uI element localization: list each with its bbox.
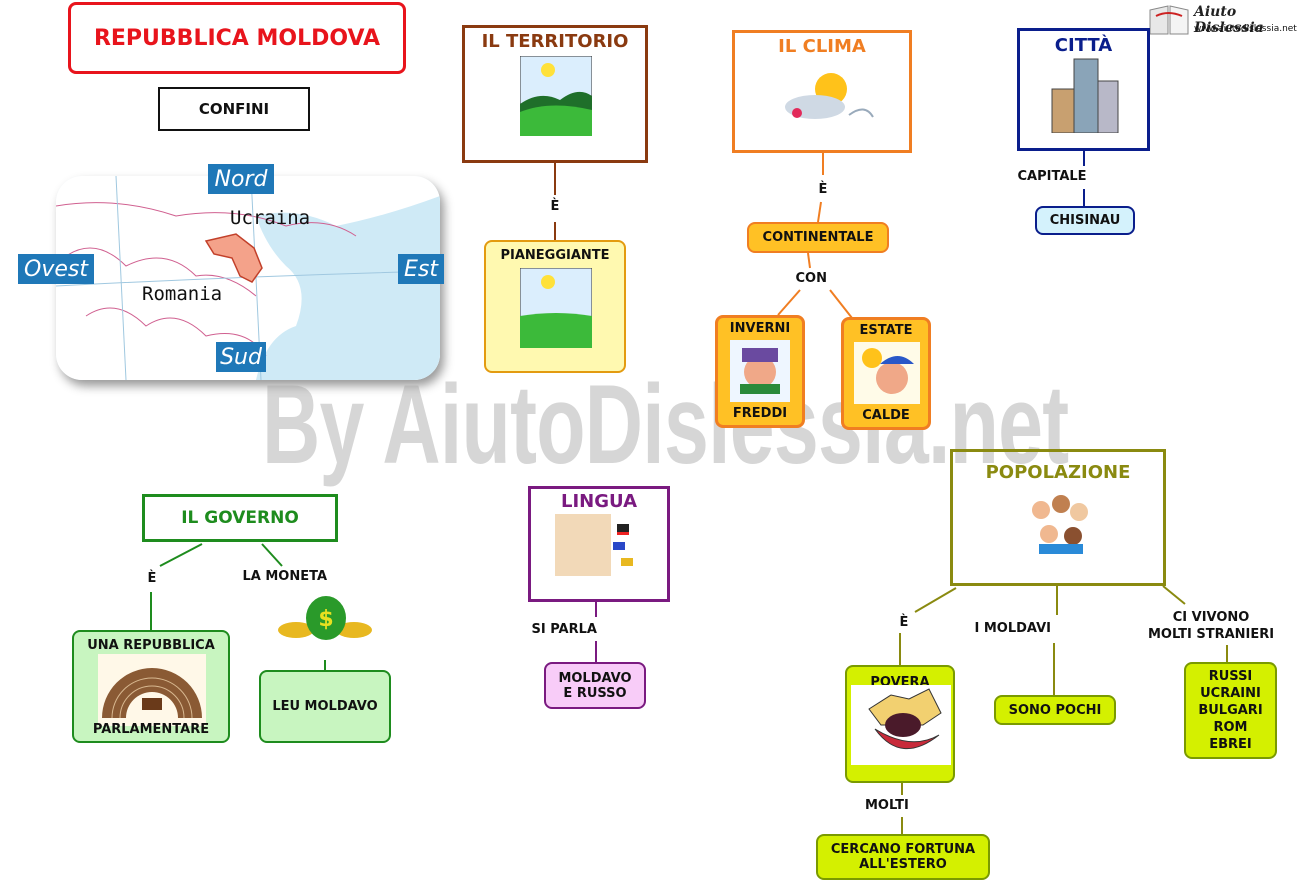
territorio-title: IL TERRITORIO bbox=[481, 31, 629, 52]
pop-link-e: È bbox=[899, 615, 909, 630]
clima-title: IL CLIMA bbox=[778, 36, 866, 57]
map-graphic bbox=[56, 176, 440, 380]
stranieri-item: BULGARI bbox=[1198, 703, 1263, 718]
stranieri-item: ROM bbox=[1213, 720, 1248, 735]
continentale-box: CONTINENTALE bbox=[747, 222, 889, 253]
fortuna-line2: ALL'ESTERO bbox=[859, 857, 947, 872]
logo-url: www.aiutodislessia.net bbox=[1194, 24, 1297, 34]
plain-icon bbox=[520, 268, 592, 348]
pianeggiante-label: PIANEGGIANTE bbox=[500, 248, 610, 263]
inverni-label: INVERNI bbox=[729, 321, 791, 336]
moldavo-line1: MOLDAVO bbox=[558, 670, 632, 686]
watermark: By AiutoDislessia.net bbox=[262, 362, 1069, 487]
map-label-ovest: Ovest bbox=[18, 254, 94, 284]
buildings-icon bbox=[1051, 58, 1119, 133]
moldova-shape bbox=[204, 233, 263, 283]
estate-label: ESTATE bbox=[859, 323, 913, 338]
continentale-label: CONTINENTALE bbox=[762, 230, 874, 245]
confini-box: CONFINI bbox=[158, 87, 310, 131]
repubblica-label: UNA REPUBBLICA bbox=[87, 638, 215, 653]
con-link: CON bbox=[795, 271, 827, 286]
citta-box: CITTÀ bbox=[1017, 28, 1150, 151]
pop-link-moldavi: I MOLDAVI bbox=[974, 621, 1052, 636]
povera-box: POVERA bbox=[845, 665, 955, 783]
governo-box: IL GOVERNO bbox=[142, 494, 338, 542]
chisinau-box: CHISINAU bbox=[1035, 206, 1135, 235]
empty-pocket-icon bbox=[851, 685, 951, 765]
logo-text: Aiuto Dislessia bbox=[1194, 4, 1264, 36]
map-label-sud: Sud bbox=[216, 342, 266, 372]
svg-text:$: $ bbox=[318, 607, 333, 632]
governo-title: IL GOVERNO bbox=[181, 508, 299, 528]
site-logo[interactable]: Aiuto Dislessia www.aiutodislessia.net bbox=[1148, 2, 1301, 38]
fortuna-line1: CERCANO FORTUNA bbox=[830, 842, 976, 857]
pochi-label: SONO POCHI bbox=[1008, 702, 1102, 718]
molti-link: MOLTI bbox=[865, 798, 909, 813]
sud-text: Sud bbox=[220, 344, 262, 370]
lingua-box: LINGUA bbox=[528, 486, 670, 602]
hot-face-icon bbox=[854, 342, 920, 404]
weather-icon bbox=[785, 73, 874, 119]
ovest-text: Ovest bbox=[24, 256, 88, 282]
main-title: REPUBBLICA MOLDOVA bbox=[93, 25, 381, 51]
governo-link: È bbox=[147, 571, 157, 586]
lingua-title: LINGUA bbox=[561, 491, 637, 512]
calde-label: CALDE bbox=[862, 408, 910, 423]
popolazione-title: POPOLAZIONE bbox=[985, 462, 1131, 483]
freddi-label: FREDDI bbox=[732, 406, 788, 421]
clima-box: IL CLIMA bbox=[732, 30, 912, 153]
moldavo-line2: E RUSSO bbox=[563, 685, 627, 701]
map-label-est: Est bbox=[398, 254, 444, 284]
pianeggiante-box: PIANEGGIANTE bbox=[484, 240, 626, 373]
si-parla-link: SI PARLA bbox=[531, 622, 597, 637]
map-label-romania: Romania bbox=[142, 283, 223, 305]
stranieri-item: RUSSI bbox=[1208, 669, 1253, 684]
moldavo-box: MOLDAVO E RUSSO bbox=[544, 662, 646, 709]
pop-link-stranieri: CI VIVONO MOLTI STRANIERI bbox=[1148, 609, 1274, 643]
territorio-link: È bbox=[550, 199, 560, 214]
leu-label: LEU MOLDAVO bbox=[272, 699, 378, 714]
popolazione-box: POPOLAZIONE bbox=[950, 449, 1166, 586]
book-icon bbox=[1149, 5, 1189, 35]
parlamentare-label: PARLAMENTARE bbox=[92, 722, 210, 737]
chisinau-label: CHISINAU bbox=[1049, 213, 1121, 228]
leu-box: LEU MOLDAVO bbox=[259, 670, 391, 743]
clima-link: È bbox=[818, 182, 828, 197]
capitale-link: CAPITALE bbox=[1017, 169, 1087, 184]
inverni-box: INVERNI FREDDI bbox=[715, 315, 805, 428]
nord-text: Nord bbox=[214, 166, 268, 192]
landscape-icon bbox=[520, 56, 592, 136]
map-label-ucraina: Ucraina bbox=[230, 207, 311, 229]
moneta-link: LA MONETA bbox=[242, 569, 328, 584]
main-title-box: REPUBBLICA MOLDOVA bbox=[68, 2, 406, 74]
stranieri-line2: MOLTI STRANIERI bbox=[1148, 627, 1275, 642]
stranieri-item: EBREI bbox=[1209, 737, 1252, 752]
stranieri-box: RUSSI UCRAINI BULGARI ROM EBREI bbox=[1184, 662, 1277, 759]
territorio-box: IL TERRITORIO bbox=[462, 25, 648, 163]
parliament-icon bbox=[98, 654, 206, 726]
confini-label: CONFINI bbox=[198, 100, 270, 118]
stranieri-line1: CI VIVONO bbox=[1172, 610, 1250, 625]
citta-title: CITTÀ bbox=[1054, 35, 1113, 56]
est-text: Est bbox=[404, 256, 438, 282]
money-bag-icon: $ bbox=[278, 596, 372, 640]
fortuna-box: CERCANO FORTUNA ALL'ESTERO bbox=[816, 834, 990, 880]
cold-face-icon bbox=[730, 340, 790, 402]
people-icon bbox=[1032, 495, 1088, 554]
estate-box: ESTATE CALDE bbox=[841, 317, 931, 430]
pochi-box: SONO POCHI bbox=[994, 695, 1116, 725]
speaking-icon bbox=[555, 514, 633, 576]
stranieri-item: UCRAINI bbox=[1200, 686, 1261, 701]
map-panel bbox=[56, 176, 440, 380]
map-label-nord: Nord bbox=[208, 164, 274, 194]
repubblica-box: UNA REPUBBLICA PARLAMENTARE bbox=[72, 630, 230, 743]
